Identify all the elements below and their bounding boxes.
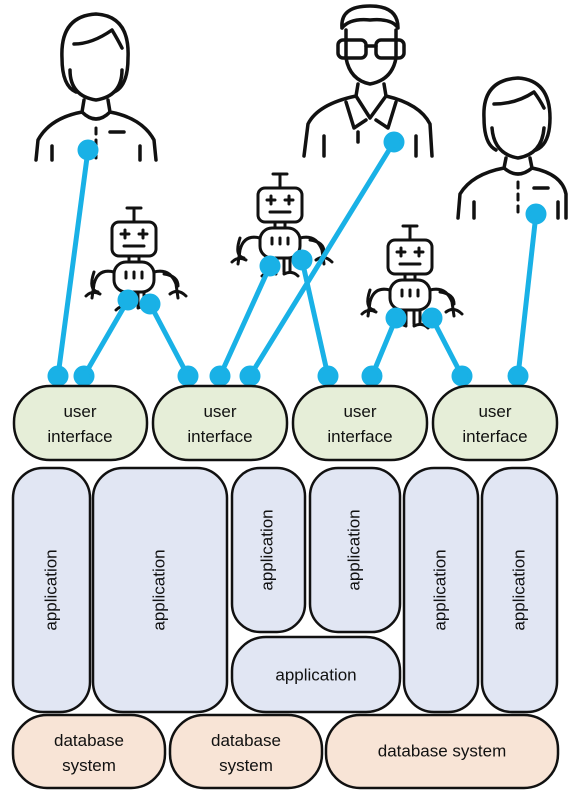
connector-dot bbox=[209, 365, 231, 387]
robot-icon bbox=[360, 224, 464, 330]
connector-dot bbox=[139, 293, 161, 315]
user-interface-box: user interface bbox=[151, 384, 289, 462]
application-box: application bbox=[402, 466, 480, 714]
connector-dot bbox=[451, 365, 473, 387]
connector-dot bbox=[259, 255, 281, 277]
connector-dot bbox=[117, 289, 139, 311]
application-label: application bbox=[430, 549, 449, 630]
connector-dot bbox=[525, 203, 547, 225]
database-label-line2: system bbox=[219, 756, 273, 775]
connector-dot bbox=[73, 365, 95, 387]
database-label: database system bbox=[378, 741, 507, 760]
application-label: application bbox=[149, 549, 168, 630]
ui-label-line1: user bbox=[203, 402, 236, 421]
connector-dot bbox=[317, 365, 339, 387]
application-box: application bbox=[480, 466, 559, 714]
connector-dot bbox=[385, 307, 407, 329]
connector-dot bbox=[421, 307, 443, 329]
connector-lines bbox=[47, 131, 547, 387]
application-box: application bbox=[91, 466, 229, 714]
woman-icon bbox=[34, 12, 158, 162]
connector-dot bbox=[77, 139, 99, 161]
woman-icon bbox=[456, 76, 568, 220]
application-box: application bbox=[308, 466, 402, 634]
application-box: application bbox=[230, 635, 402, 714]
connector-dot bbox=[177, 365, 199, 387]
user-interface-box: user interface bbox=[291, 384, 429, 462]
connector-dot bbox=[239, 365, 261, 387]
connector bbox=[55, 147, 91, 379]
ui-label-line1: user bbox=[63, 402, 96, 421]
ui-label-line2: interface bbox=[187, 427, 252, 446]
database-system-box: database system bbox=[324, 713, 560, 790]
database-row: database system database system database… bbox=[11, 713, 560, 790]
connector bbox=[429, 315, 465, 379]
database-label-line2: system bbox=[62, 756, 116, 775]
connector bbox=[81, 297, 131, 379]
connector bbox=[147, 301, 191, 379]
user-interface-box: user interface bbox=[431, 384, 559, 462]
robot-icon bbox=[230, 172, 334, 278]
database-system-box: database system bbox=[168, 713, 324, 790]
connector-dot bbox=[291, 249, 313, 271]
application-box: application bbox=[11, 466, 92, 714]
connector-dot bbox=[47, 365, 69, 387]
connector-dot bbox=[383, 131, 405, 153]
ui-label-line2: interface bbox=[47, 427, 112, 446]
ui-label-line2: interface bbox=[462, 427, 527, 446]
man-with-glasses-icon bbox=[302, 4, 434, 158]
connector bbox=[247, 139, 397, 379]
user-interface-row: user interface user interface user inter… bbox=[12, 384, 559, 462]
application-label: application bbox=[275, 665, 356, 684]
connector-dot bbox=[361, 365, 383, 387]
database-label-line1: database bbox=[54, 731, 124, 750]
ui-label-line1: user bbox=[343, 402, 376, 421]
ui-label-line1: user bbox=[478, 402, 511, 421]
ui-label-line2: interface bbox=[327, 427, 392, 446]
connector bbox=[299, 257, 331, 379]
application-label: application bbox=[41, 549, 60, 630]
connector bbox=[217, 263, 273, 379]
application-box: application bbox=[230, 466, 307, 634]
application-row: application application application appl… bbox=[11, 466, 559, 714]
connector bbox=[515, 211, 539, 379]
application-label: application bbox=[509, 549, 528, 630]
database-system-box: database system bbox=[11, 713, 167, 790]
database-label-line1: database bbox=[211, 731, 281, 750]
application-label: application bbox=[257, 509, 276, 590]
user-interface-box: user interface bbox=[12, 384, 149, 462]
connector-dot bbox=[507, 365, 529, 387]
application-label: application bbox=[344, 509, 363, 590]
